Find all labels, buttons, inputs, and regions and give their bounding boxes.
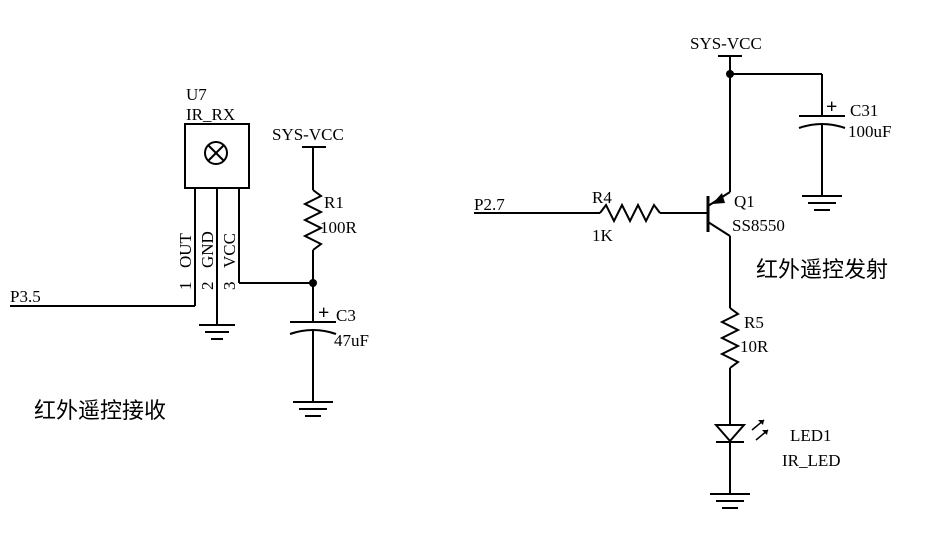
c3-value: 47uF [334,331,369,350]
r1-ref: R1 [324,193,344,212]
q1-transistor [706,191,731,237]
c31-ref: C31 [850,101,878,120]
receiver-pin3-number: 3 [220,282,239,291]
r4-resistor [599,202,661,224]
r5-ref: R5 [744,313,764,332]
q1-ref: Q1 [734,192,755,211]
ir-receiver-module: U7 IR_RX 1 OUT 2 GND 3 VCC [176,85,250,325]
q1-value: SS8550 [732,216,785,235]
receiver-caption: 红外遥控接收 [34,399,166,424]
p35-net-label: P3.5 [10,287,41,306]
led-ref: LED1 [790,426,832,445]
q1-emitter-arrow [712,193,725,204]
ground-symbol [802,195,842,211]
r1-resistor [302,189,324,251]
c3-polarity-mark: + [318,302,329,324]
receiver-pin1-name: OUT [176,232,195,268]
receiver-pin3-name: VCC [220,233,239,268]
ir-led [713,419,769,443]
c31-value: 100uF [848,122,891,141]
receiver-pin2-number: 2 [198,282,217,291]
led-value: IR_LED [782,451,841,470]
receiver-supply-label: SYS-VCC [272,125,344,144]
c3-plate-negative [289,329,337,335]
ground-symbol [293,401,333,417]
r4-value: 1K [592,226,614,245]
c31-polarity-mark: + [826,96,837,118]
receiver-value: IR_RX [186,105,235,124]
transmitter-supply-label: SYS-VCC [690,34,762,53]
r1-value: 100R [320,218,358,237]
ground-symbol [710,493,750,509]
r5-resistor [719,307,741,369]
ir-receiver-body [184,123,250,189]
led-emission-arrowhead [758,420,764,425]
receiver-pin1-number: 1 [176,282,195,291]
ground-symbol [199,324,235,340]
receiver-pin2-name: GND [198,231,217,268]
c3-ref: C3 [336,306,356,325]
c31-plate-negative [798,123,846,129]
ir-receiver-lens-cross [207,144,225,162]
p27-net-label: P2.7 [474,195,505,214]
led-emission-arrowhead [762,430,768,435]
r4-ref: R4 [592,188,612,207]
r5-value: 10R [740,337,769,356]
ir-receiver-lens [204,141,228,165]
receiver-ref: U7 [186,85,207,104]
transmitter-caption: 红外遥控发射 [756,258,888,283]
